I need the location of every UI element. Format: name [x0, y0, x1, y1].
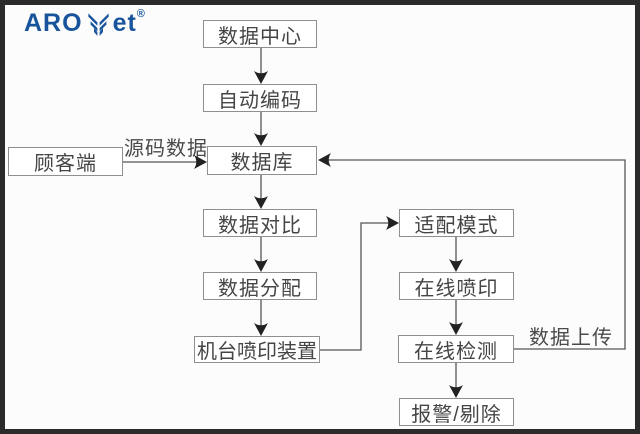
logo-text-left: ARO [24, 9, 83, 37]
node-machine-printer: 机台喷印装置 [194, 336, 320, 363]
node-alarm-reject: 报警/剔除 [399, 398, 514, 426]
node-customer: 顾客端 [8, 147, 123, 176]
node-online-detection: 在线检测 [398, 335, 514, 363]
registered-mark: ® [136, 8, 145, 20]
logo-text-right: et [112, 9, 137, 37]
edge-label-source-data: 源码数据 [124, 138, 208, 160]
edge-label-data-upload: 数据上传 [529, 327, 613, 349]
node-data-center: 数据中心 [203, 20, 317, 48]
node-data-compare: 数据对比 [203, 209, 317, 237]
node-auto-encoding: 自动编码 [203, 84, 317, 112]
node-online-printing: 在线喷印 [399, 272, 514, 300]
node-data-distribution: 数据分配 [203, 272, 317, 300]
node-adapt-mode: 适配模式 [399, 209, 514, 237]
leaf-chevron-icon [87, 13, 109, 36]
node-database: 数据库 [207, 146, 317, 175]
brand-logo: ARO et ® [24, 8, 145, 38]
